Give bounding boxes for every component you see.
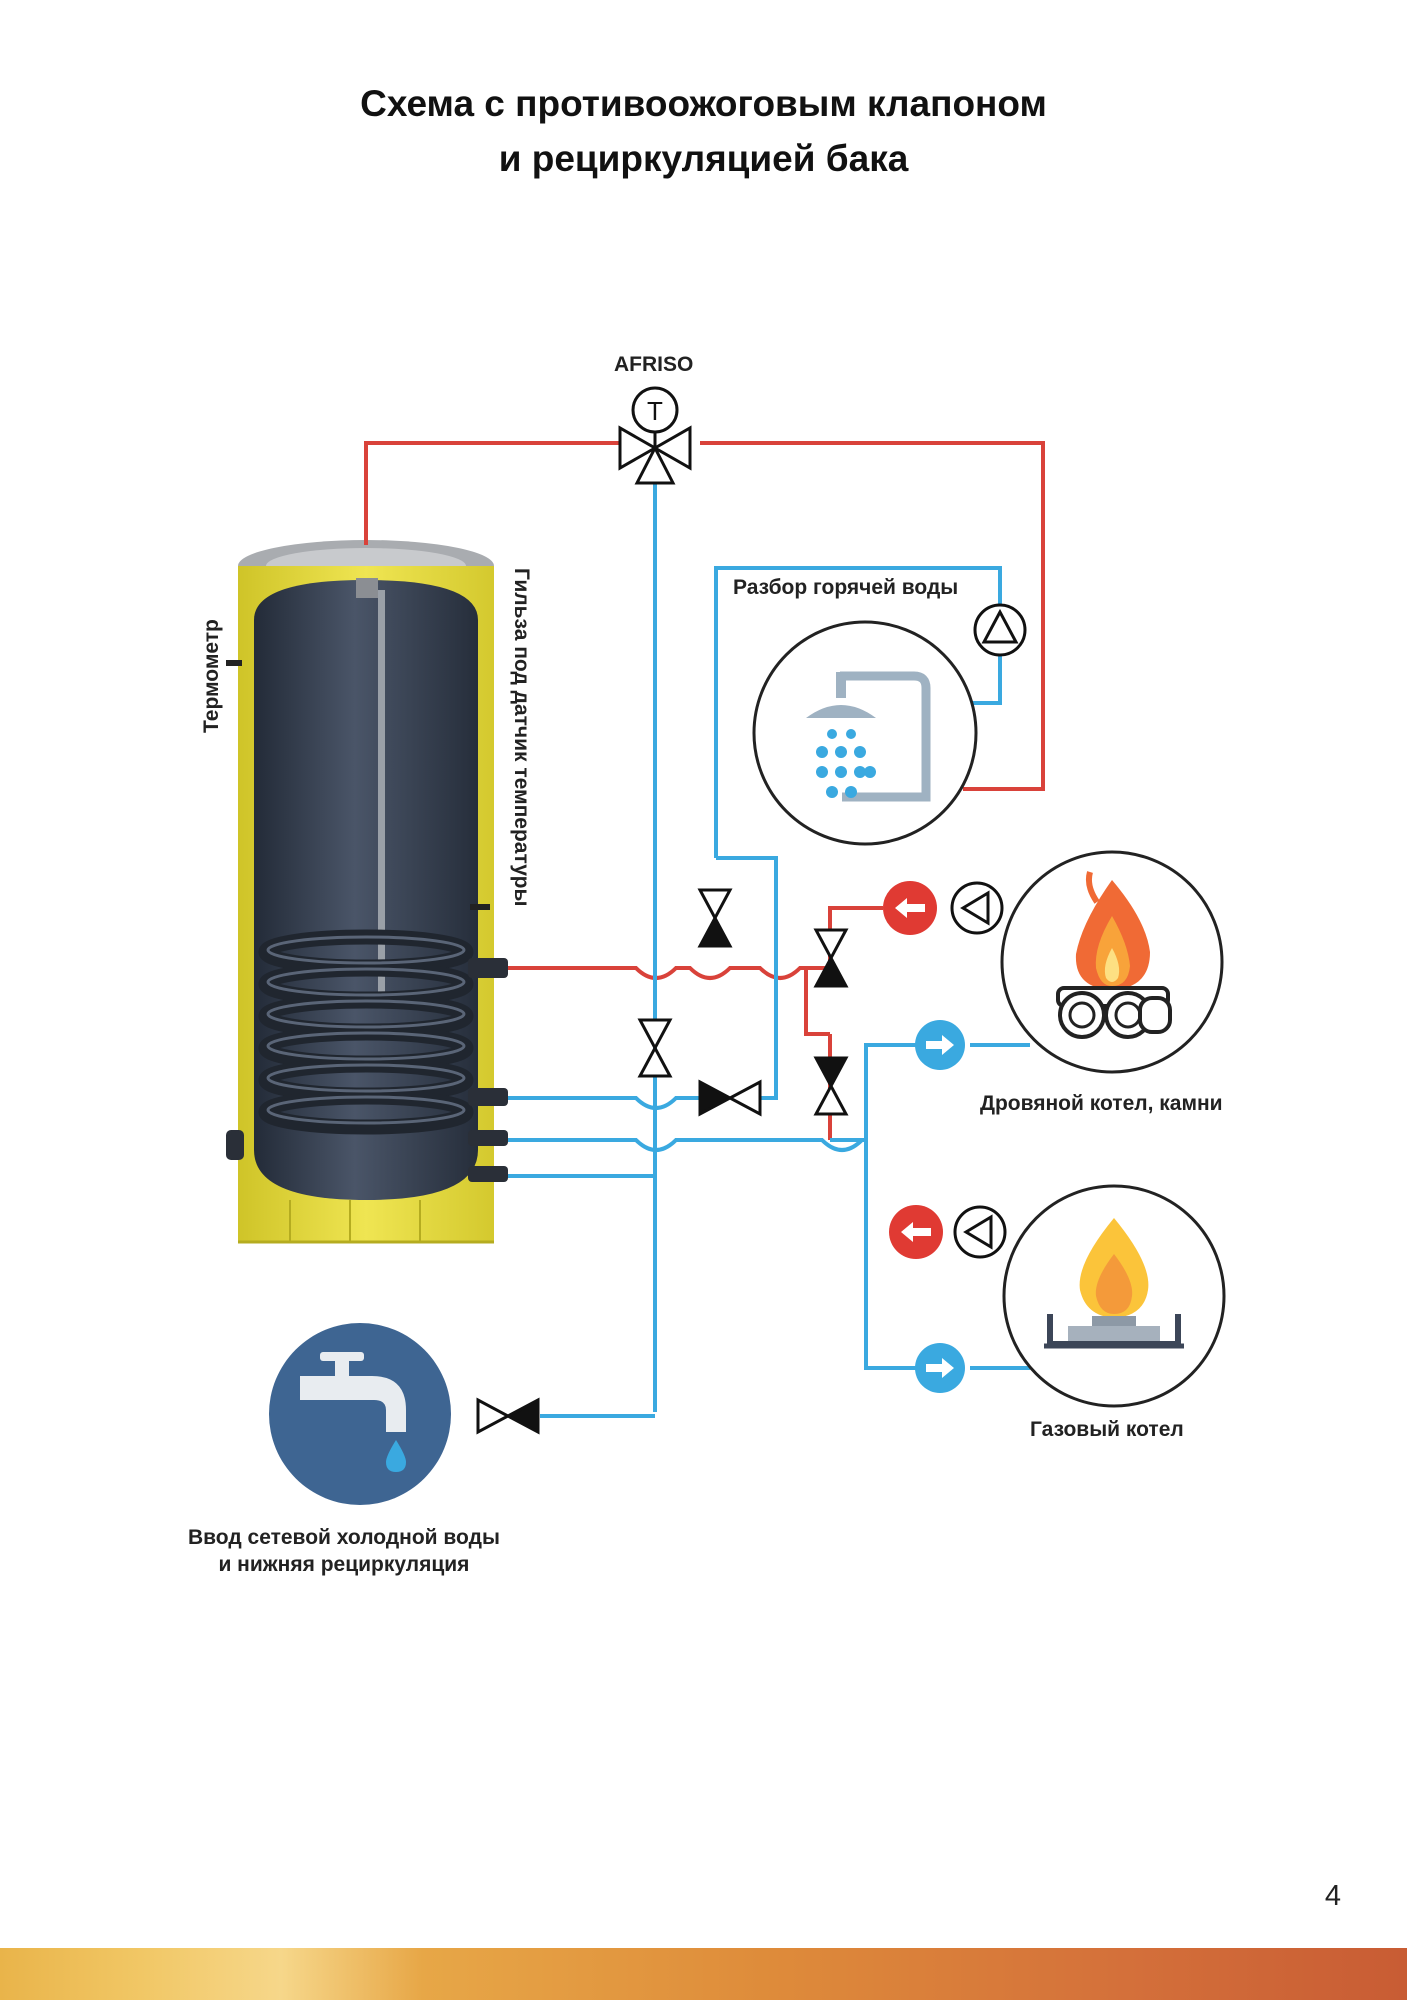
gas-burner-icon: [1002, 1184, 1226, 1408]
anode-rod: [378, 590, 385, 1002]
cold-water-label-line-1: Ввод сетевой холодной воды: [188, 1526, 500, 1549]
page-title: Схема с противоожоговым клапоном и рецир…: [0, 76, 1407, 186]
drain-fitting: [226, 1130, 244, 1160]
ball-valve-icon: [698, 1079, 762, 1117]
cold-water-label: Ввод сетевой холодной воды и нижняя реци…: [188, 1524, 500, 1578]
thermometer-label: Термометр: [200, 619, 223, 733]
three-way-valve-icon: T: [618, 386, 692, 485]
sensor-sleeve-port: [470, 904, 490, 910]
water-tank: [226, 540, 508, 1244]
tap-icon: [269, 1323, 451, 1505]
ball-valve-icon: [476, 1397, 540, 1435]
cold-water-pipes: [508, 480, 1030, 1418]
tank-inner: [254, 580, 478, 1200]
sensor-sleeve-label: Гильза под датчик температуры: [510, 568, 533, 907]
flow-arrow-icon: [883, 881, 937, 935]
gas-boiler-label: Газовый котел: [1030, 1418, 1184, 1441]
title-line-1: Схема с противоожоговым клапоном: [360, 83, 1047, 124]
page-number: 4: [1324, 1880, 1341, 1912]
flow-arrow-icon: [915, 1020, 965, 1070]
pump-icon: [953, 1205, 1007, 1259]
flow-arrow-icon: [915, 1343, 965, 1393]
thermometer-port: [226, 660, 242, 666]
cold-water-label-line-2: и нижняя рециркуляция: [218, 1553, 470, 1576]
ball-valve-icon: [637, 1018, 673, 1078]
wood-boiler-label: Дровяной котел, камни: [980, 1092, 1223, 1115]
pump-icon: [950, 881, 1004, 935]
footer-gradient-bar: [0, 1948, 1407, 2000]
valve-brand-label: AFRISO: [614, 353, 694, 376]
flow-arrow-icon: [889, 1205, 943, 1259]
ball-valve-icon: [813, 928, 849, 988]
title-line-2: и рециркуляцией бака: [498, 138, 909, 179]
ball-valve-icon: [697, 888, 733, 948]
pump-icon: [973, 603, 1027, 657]
ball-valve-icon: [813, 1056, 849, 1116]
valve-symbol: T: [647, 396, 663, 426]
hot-water-label: Разбор горячей воды: [733, 576, 959, 599]
fire-icon: [1000, 850, 1224, 1074]
shower-icon: [752, 620, 978, 846]
